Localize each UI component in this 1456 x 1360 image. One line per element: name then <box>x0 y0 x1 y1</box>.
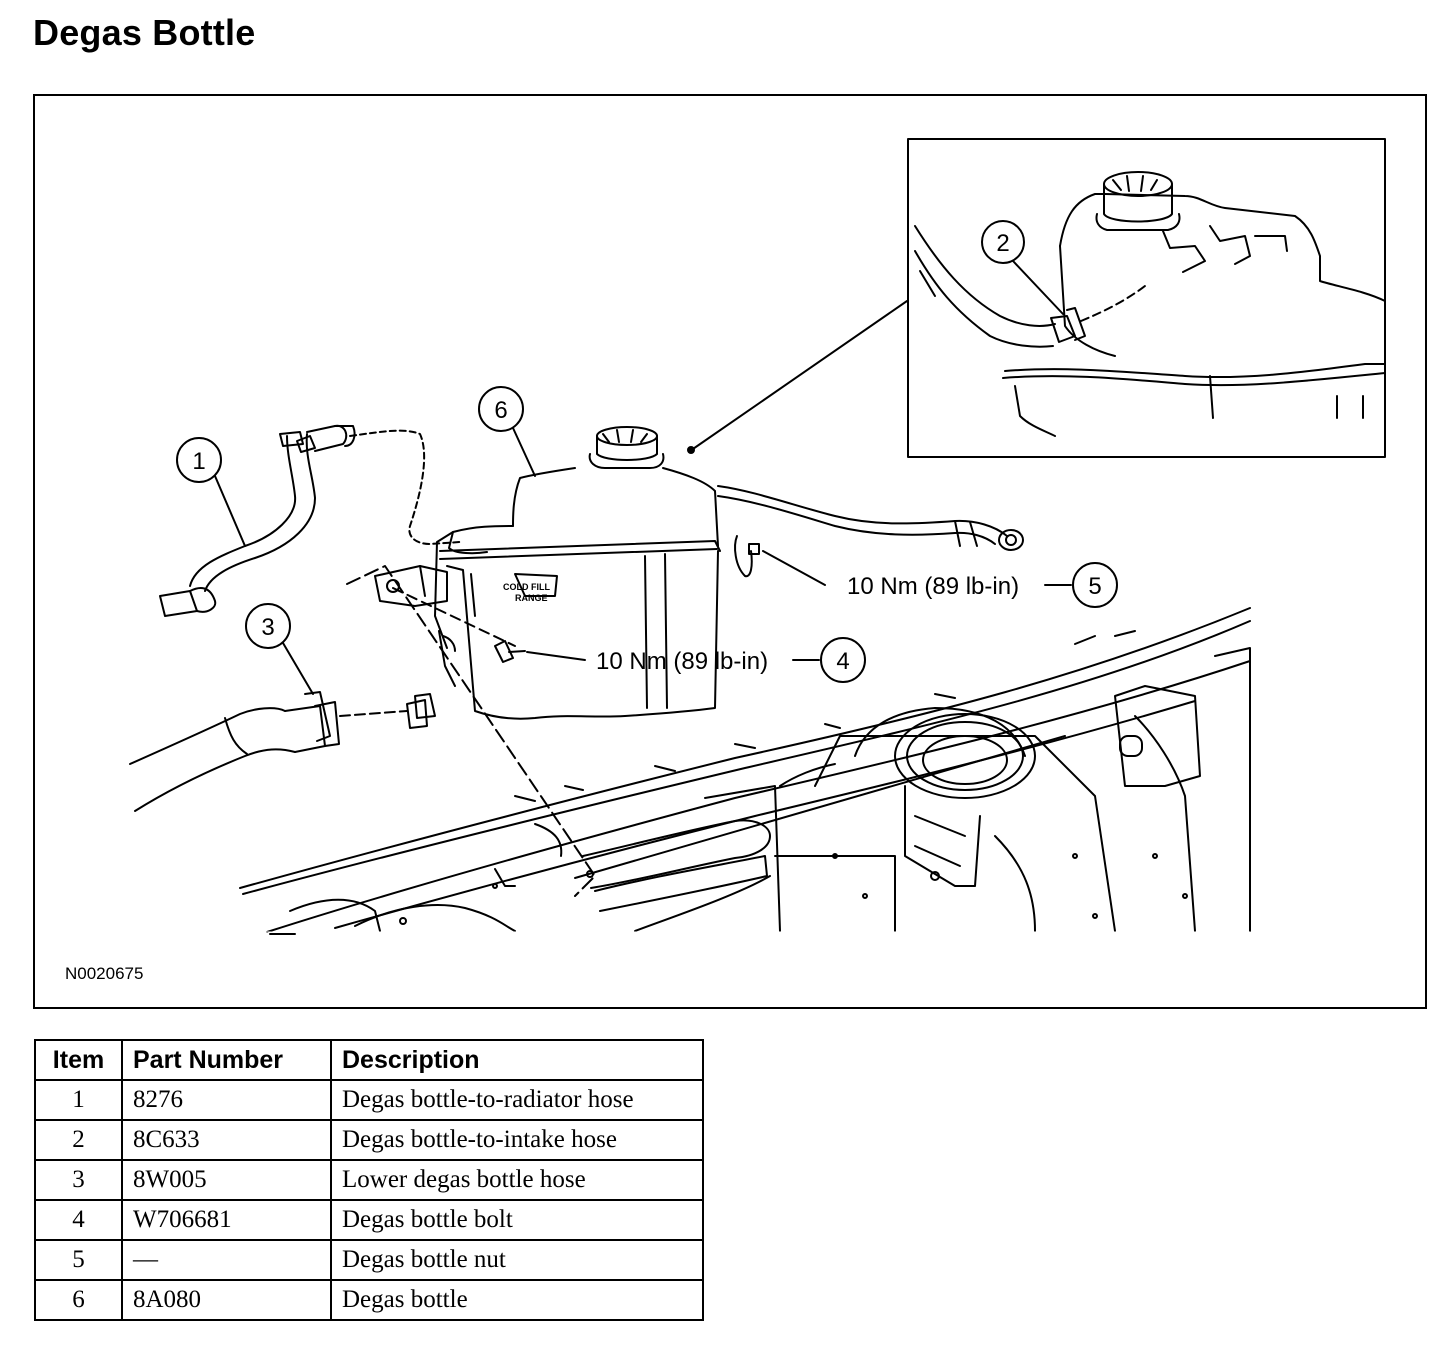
table-row: 6 8A080 Degas bottle <box>34 1279 704 1321</box>
cell-description: Degas bottle bolt <box>330 1199 704 1241</box>
cell-description: Degas bottle-to-radiator hose <box>330 1079 704 1121</box>
callout-5: 5 <box>1088 573 1101 600</box>
cell-item: 3 <box>34 1159 123 1201</box>
table-row: 4 W706681 Degas bottle bolt <box>34 1199 704 1241</box>
cell-item: 5 <box>34 1239 123 1281</box>
cell-description: Lower degas bottle hose <box>330 1159 704 1201</box>
cell-part-number: 8276 <box>121 1079 332 1121</box>
table-row: 3 8W005 Lower degas bottle hose <box>34 1159 704 1201</box>
bolt-4-illustration <box>392 587 526 663</box>
cell-part-number: 8W005 <box>121 1159 332 1201</box>
cell-part-number: W706681 <box>121 1199 332 1241</box>
callout-1: 1 <box>192 448 205 475</box>
cell-description: Degas bottle nut <box>330 1239 704 1281</box>
header-description: Description <box>330 1039 704 1081</box>
callout-3: 3 <box>261 614 274 641</box>
exploded-diagram: COLD FILL RANGE <box>33 94 1427 1009</box>
callout-6: 6 <box>494 397 507 424</box>
header-item: Item <box>34 1039 123 1081</box>
bottle-label-cold-fill: COLD FILL <box>503 582 550 592</box>
cell-description: Degas bottle-to-intake hose <box>330 1119 704 1161</box>
cell-item: 2 <box>34 1119 123 1161</box>
parts-table: Item Part Number Description 1 8276 Dega… <box>34 1039 704 1321</box>
inset-detail-view <box>907 138 1386 458</box>
cell-part-number: 8C633 <box>121 1119 332 1161</box>
hose-1-illustration <box>159 424 461 617</box>
torque-label-4: 10 Nm (89 lb-in) <box>596 648 768 675</box>
cell-item: 1 <box>34 1079 123 1121</box>
vehicle-body-structure <box>239 607 1251 935</box>
cell-part-number: 8A080 <box>121 1279 332 1321</box>
table-row: 2 8C633 Degas bottle-to-intake hose <box>34 1119 704 1161</box>
header-part-number: Part Number <box>121 1039 332 1081</box>
cell-item: 4 <box>34 1199 123 1241</box>
cell-part-number: — <box>121 1239 332 1281</box>
callout-4: 4 <box>836 648 849 675</box>
cell-item: 6 <box>34 1279 123 1321</box>
torque-label-5: 10 Nm (89 lb-in) <box>847 573 1019 600</box>
page-title: Degas Bottle <box>33 12 256 53</box>
table-header-row: Item Part Number Description <box>34 1039 704 1081</box>
bottle-label-range: RANGE <box>515 593 548 603</box>
figure-id: N0020675 <box>65 964 144 983</box>
degas-bottle-illustration: COLD FILL RANGE <box>374 426 1024 720</box>
cell-description: Degas bottle <box>330 1279 704 1321</box>
table-row: 1 8276 Degas bottle-to-radiator hose <box>34 1079 704 1121</box>
table-row: 5 — Degas bottle nut <box>34 1239 704 1281</box>
callout-2: 2 <box>996 230 1009 257</box>
hose-3-illustration <box>129 691 428 812</box>
